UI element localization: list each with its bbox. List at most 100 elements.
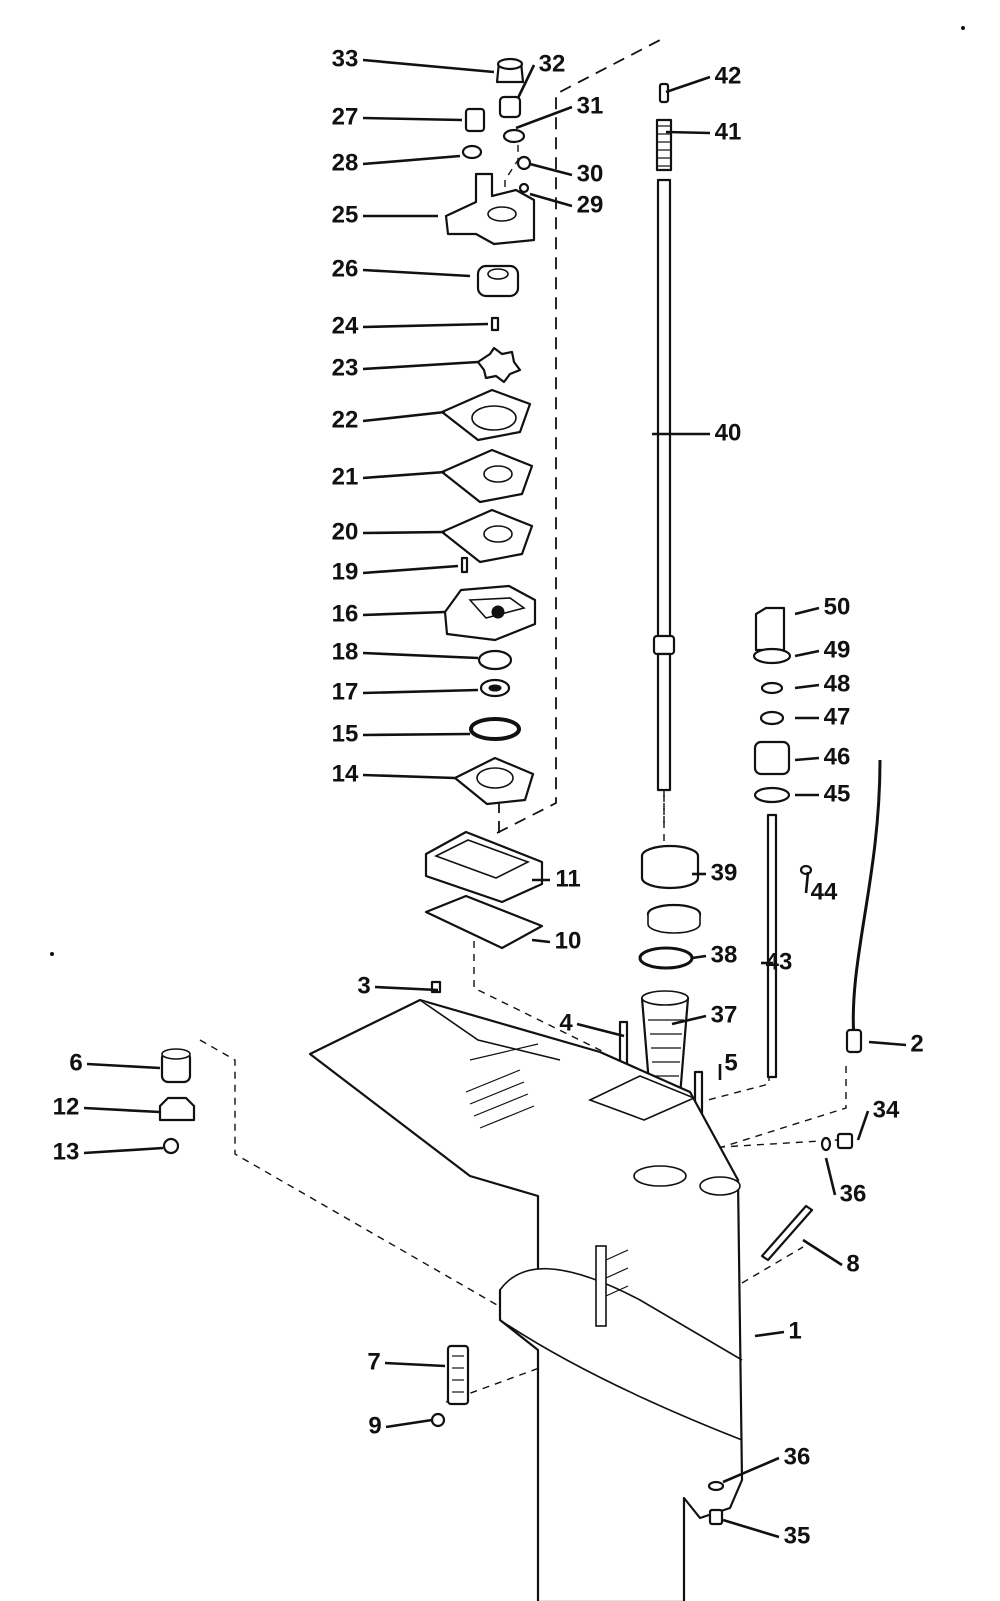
- leader-line: [529, 192, 573, 208]
- leader-line: [691, 954, 707, 960]
- callout-number: 33: [332, 45, 359, 72]
- callout-number: 39: [711, 859, 738, 886]
- part-36-washer-lower: [707, 1480, 725, 1492]
- leader-line: [529, 162, 573, 177]
- callout-p29: 29: [529, 191, 604, 218]
- callout-p18: 18: [332, 638, 479, 665]
- callout-p40: 40: [652, 419, 741, 446]
- part-47-seal: [759, 710, 785, 726]
- callout-number: 41: [715, 118, 742, 145]
- pinion-gear-stack: [638, 844, 702, 1098]
- callout-p42: 42: [665, 62, 741, 94]
- part-24-key: [490, 316, 500, 332]
- callout-p48: 48: [794, 670, 850, 697]
- part-28-seal: [461, 144, 483, 160]
- callout-p34: 34: [856, 1096, 900, 1141]
- callout-p12: 12: [53, 1093, 161, 1120]
- callout-number: 40: [715, 419, 742, 446]
- callout-p50: 50: [794, 593, 850, 620]
- leader-line: [576, 1022, 625, 1038]
- callout-p19: 19: [332, 558, 459, 585]
- callout-p30: 30: [529, 160, 603, 187]
- drive-shaft-assembly: [652, 82, 676, 792]
- callout-p23: 23: [332, 354, 479, 381]
- part-13-nut: [162, 1137, 180, 1155]
- callout-number: 2: [910, 1030, 923, 1057]
- callout-number: 10: [555, 927, 582, 954]
- callout-number: 32: [539, 50, 566, 77]
- callout-p10: 10: [531, 927, 582, 954]
- part-7-anode: [446, 1344, 470, 1406]
- corner-dot: [961, 26, 965, 30]
- leader-line: [83, 1146, 164, 1155]
- cover-parts: [424, 830, 544, 950]
- callout-p3: 3: [357, 972, 439, 999]
- callout-number: 45: [824, 780, 851, 807]
- callout-number: 49: [824, 636, 851, 663]
- leader-line: [754, 1330, 785, 1338]
- leader-line: [856, 1110, 870, 1141]
- part-19-pin: [460, 556, 469, 574]
- leader-line: [868, 1040, 907, 1047]
- part-48-washer: [760, 681, 784, 695]
- callout-p35: 35: [722, 1518, 810, 1549]
- callout-number: 12: [53, 1093, 80, 1120]
- callout-p2: 2: [868, 1030, 924, 1057]
- callout-number: 16: [332, 600, 359, 627]
- callout-number: 21: [332, 463, 359, 490]
- callout-p27: 27: [332, 103, 463, 130]
- leader-line: [362, 688, 479, 695]
- callout-number: 46: [824, 743, 851, 770]
- leader-line: [362, 116, 463, 122]
- callout-number: 7: [367, 1348, 380, 1375]
- part-46-retainer: [753, 740, 791, 776]
- callout-p14: 14: [332, 760, 456, 787]
- callout-p1: 1: [754, 1317, 802, 1344]
- callout-number: 29: [577, 191, 604, 218]
- part-18-bearing: [477, 649, 513, 671]
- callout-number: 3: [357, 972, 370, 999]
- callout-number: 34: [873, 1096, 900, 1123]
- leader-line: [362, 610, 446, 617]
- callout-number: 13: [53, 1138, 80, 1165]
- part-36-washer: [820, 1136, 832, 1152]
- part-2-pickup-tube: [851, 759, 882, 1041]
- callout-p45: 45: [795, 780, 850, 807]
- leader-line: [824, 1157, 837, 1196]
- callout-number: 18: [332, 638, 359, 665]
- callout-number: 15: [332, 720, 359, 747]
- callout-number: 8: [846, 1250, 859, 1277]
- callout-p26: 26: [332, 255, 471, 282]
- leader-line: [362, 322, 489, 329]
- callout-number: 28: [332, 149, 359, 176]
- callout-number: 17: [332, 678, 359, 705]
- callout-number: 6: [69, 1049, 82, 1076]
- leader-line: [665, 75, 711, 94]
- callout-p32: 32: [516, 50, 566, 99]
- callout-p24: 24: [332, 312, 489, 339]
- leader-line: [362, 410, 446, 423]
- callout-p6: 6: [69, 1049, 161, 1076]
- callout-p22: 22: [332, 406, 446, 433]
- part-31-washer: [502, 128, 526, 144]
- part-49-bushing: [752, 647, 792, 665]
- callout-number: 5: [724, 1049, 737, 1076]
- leader-line: [362, 732, 471, 737]
- callout-p44: 44: [804, 871, 838, 905]
- callout-p16: 16: [332, 600, 446, 627]
- part-42-pin: [658, 82, 670, 104]
- callout-number: 1: [788, 1317, 801, 1344]
- callout-number: 27: [332, 103, 359, 130]
- callout-p49: 49: [794, 636, 851, 663]
- part-23-impeller: [476, 346, 522, 384]
- leader-line: [794, 649, 820, 658]
- callout-p5: 5: [718, 1049, 738, 1080]
- callout-number: 19: [332, 558, 359, 585]
- leader-line: [362, 360, 479, 371]
- shift-components: [752, 606, 813, 1079]
- part-30-nut: [516, 155, 532, 171]
- part-9-screw: [430, 1412, 446, 1428]
- part-25-pump-housing: [444, 172, 536, 246]
- part-45-o-ring: [753, 786, 791, 804]
